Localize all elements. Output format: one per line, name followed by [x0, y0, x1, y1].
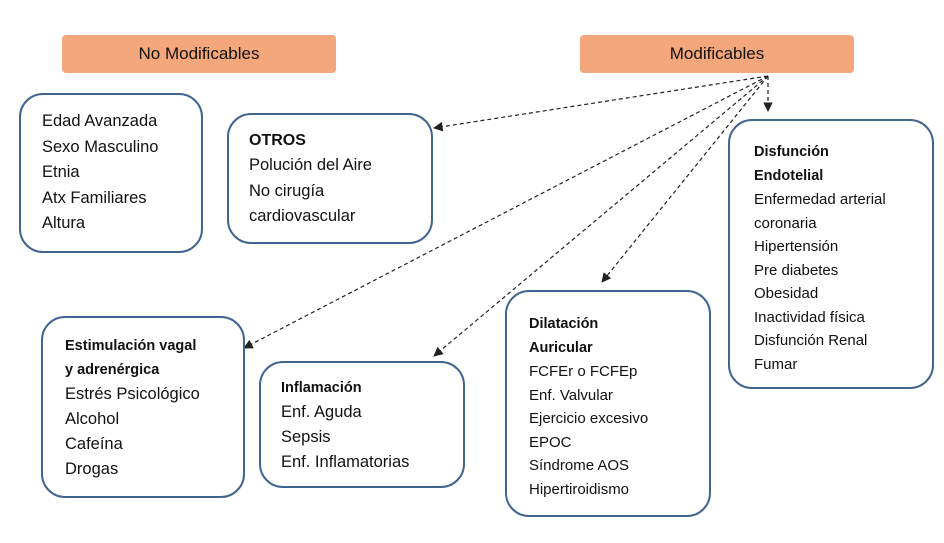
list-item: Polución del Aire	[249, 156, 372, 174]
estimulacion-title-line: y adrenérgica	[65, 362, 160, 378]
disfuncion-title-line: Endotelial	[754, 168, 824, 184]
list-item: Etnia	[42, 163, 80, 181]
arrow-to-inflamacion	[433, 75, 769, 357]
list-item: Inactividad física	[754, 308, 865, 326]
otros-box: OTROS Polución del Aire No cirugía cardi…	[227, 113, 433, 244]
list-item: Hipertiroidismo	[529, 480, 630, 498]
inflamacion-box: Inflamación Enf. Aguda Sepsis Enf. Infla…	[259, 361, 465, 488]
list-item: Ejercicio excesivo	[529, 410, 649, 427]
no-modificables-box: Edad Avanzada Sexo Masculino Etnia Atx F…	[19, 93, 203, 253]
list-item: Drogas	[65, 460, 119, 478]
dilatacion-title-line: Auricular	[529, 340, 593, 356]
no-modificables-label: No Modificables	[138, 44, 260, 63]
list-item: Síndrome AOS	[529, 457, 630, 474]
list-item: Obesidad	[754, 285, 819, 302]
list-item: Enf. Valvular	[529, 386, 613, 404]
list-item: coronaria	[754, 214, 817, 232]
list-item: Hipertensión	[754, 238, 839, 255]
inflamacion-title: Inflamación	[281, 380, 362, 396]
list-item: Altura	[42, 214, 86, 232]
list-item: Cafeína	[65, 435, 123, 453]
list-item: Alcohol	[65, 410, 120, 428]
list-item: Atx Familiares	[42, 188, 147, 207]
disfuncion-endotelial-box: Disfunción Endotelial Enfermedad arteria…	[728, 119, 934, 389]
list-item: EPOC	[529, 433, 572, 451]
dilatacion-auricular-box: Dilatación Auricular FCFEr o FCFEp Enf. …	[505, 290, 711, 517]
list-item: Disfunción Renal	[754, 332, 868, 349]
list-item: Pre diabetes	[754, 261, 839, 279]
arrow-to-dilatacion	[601, 75, 769, 283]
list-item: Edad Avanzada	[42, 112, 158, 130]
dilatacion-title-line: Dilatación	[529, 316, 599, 332]
estimulacion-box: Estimulación vagal y adrenérgica Estrés …	[41, 316, 245, 498]
estimulacion-title-line: Estimulación vagal	[65, 338, 197, 354]
list-item: Estrés Psicológico	[65, 385, 200, 403]
list-item: Enf. Inflamatorias	[281, 453, 410, 471]
no-modificables-header: No Modificables	[62, 35, 336, 73]
modificables-header: Modificables	[580, 35, 854, 73]
list-item: No cirugía	[249, 181, 325, 200]
otros-title: OTROS	[249, 132, 306, 149]
list-item: Enfermedad arterial	[754, 191, 886, 208]
list-item: Fumar	[754, 355, 798, 373]
arrow-to-otros	[433, 75, 769, 132]
disfuncion-title-line: Disfunción	[754, 144, 829, 160]
list-item: FCFEr o FCFEp	[529, 363, 638, 380]
list-item: Enf. Aguda	[281, 403, 362, 421]
list-item: cardiovascular	[249, 207, 356, 225]
list-item: Sepsis	[281, 428, 331, 446]
modificables-label: Modificables	[669, 44, 765, 63]
list-item: Sexo Masculino	[42, 137, 159, 156]
arrow-to-estimulacion	[243, 75, 769, 349]
